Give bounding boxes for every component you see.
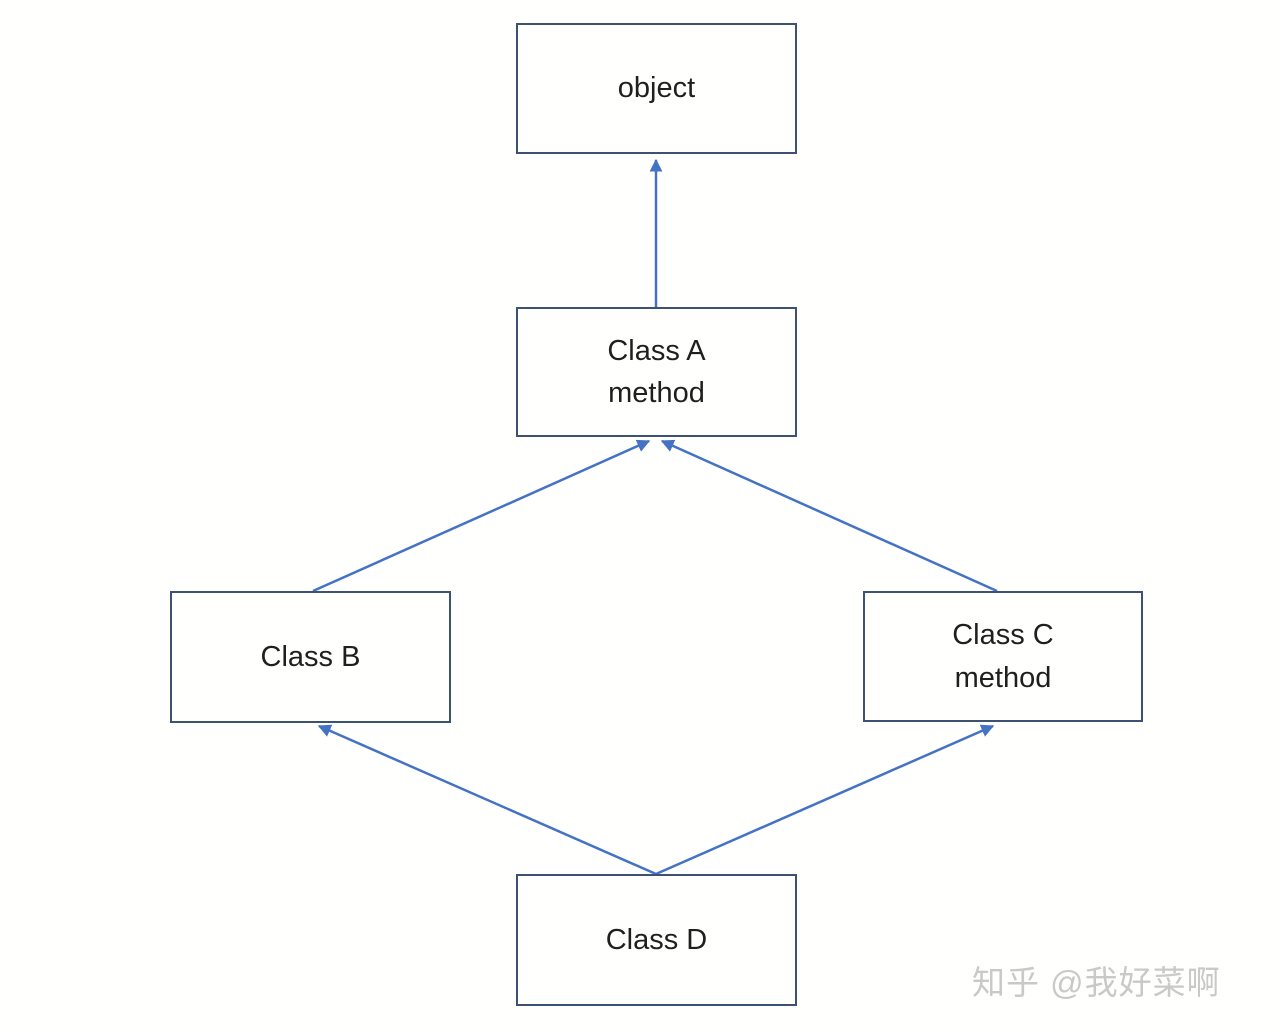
zhihu-watermark: 知乎 @我好菜啊 [972,964,1221,1001]
node-class-d-label: Class D [605,923,708,956]
node-object: object [516,23,797,154]
edge-classD-to-classC [655,724,995,876]
node-class-c: Class C method [863,591,1143,722]
node-class-a: Class A method [516,307,797,437]
node-class-a-label: Class A method [607,334,706,409]
edge-classB-to-classA [312,439,651,593]
node-object-label: object [617,72,696,105]
edge-classC-to-classA [660,439,998,593]
edge-classD-to-classB [317,724,657,876]
node-class-d: Class D [516,874,797,1006]
node-class-b-label: Class B [260,640,361,673]
node-class-b: Class B [170,591,451,723]
node-class-c-label: Class C method [952,619,1054,694]
